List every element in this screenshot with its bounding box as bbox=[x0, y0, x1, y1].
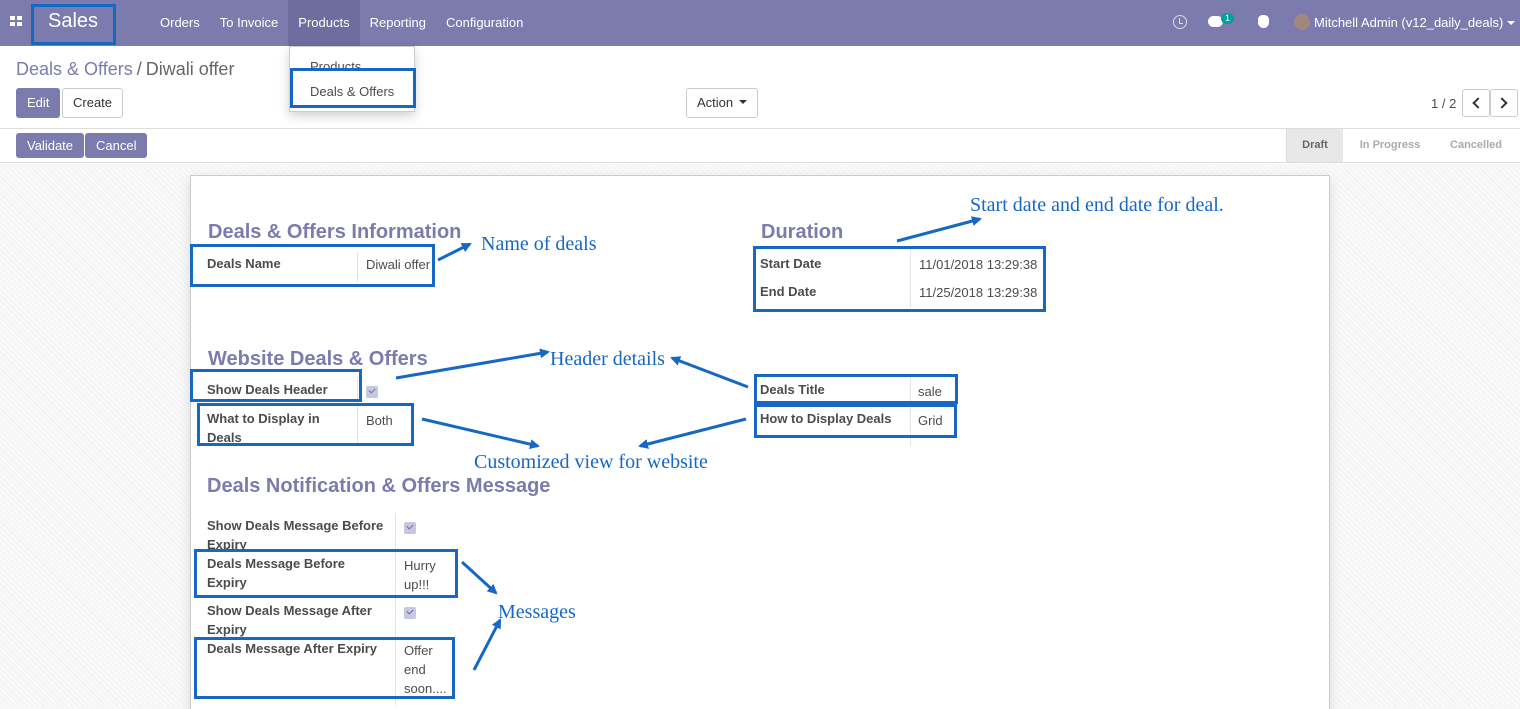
chevron-right-icon bbox=[1496, 97, 1508, 109]
start-date-label: Start Date bbox=[760, 256, 822, 271]
user-menu[interactable]: Mitchell Admin (v12_daily_deals) bbox=[1314, 15, 1504, 30]
menu-configuration[interactable]: Configuration bbox=[445, 15, 524, 30]
website-section-title: Website Deals & Offers bbox=[208, 348, 428, 370]
deals-title-label: Deals Title bbox=[760, 382, 825, 397]
deals-name-value: Diwali offer bbox=[366, 257, 431, 272]
app-name[interactable]: Sales bbox=[48, 10, 99, 32]
menu-products[interactable]: Products bbox=[288, 0, 360, 46]
annotation-box-what-display bbox=[197, 403, 414, 446]
what-display-label: What to Display in Deals bbox=[207, 411, 320, 445]
validate-button[interactable]: Validate bbox=[16, 133, 85, 158]
show-before-label: Show Deals Message Before Expiry bbox=[207, 518, 384, 552]
stage-in-progress[interactable]: In Progress bbox=[1359, 139, 1421, 151]
caret-down-icon bbox=[739, 100, 748, 105]
chat-icon[interactable] bbox=[1208, 16, 1223, 27]
breadcrumb-parent[interactable]: Deals & Offers bbox=[16, 59, 133, 79]
how-display-value: Grid bbox=[918, 413, 943, 428]
annotation-box-deals-name bbox=[190, 244, 435, 287]
annotation-box-app bbox=[31, 4, 116, 45]
top-navbar: Sales Orders To Invoice Products Reporti… bbox=[0, 0, 1520, 46]
show-header-label: Show Deals Header bbox=[207, 382, 328, 397]
stage-draft[interactable]: Draft bbox=[1286, 129, 1343, 162]
stage-cancelled[interactable]: Cancelled bbox=[1450, 139, 1502, 151]
msg-after-label: Deals Message After Expiry bbox=[207, 641, 378, 656]
activity-clock-icon[interactable] bbox=[1173, 15, 1187, 29]
field-divider bbox=[357, 252, 358, 282]
main-menu: Orders To Invoice Products Reporting Con… bbox=[150, 0, 533, 46]
show-after-label: Show Deals Message After Expiry bbox=[207, 603, 372, 637]
user-avatar[interactable] bbox=[1294, 14, 1310, 30]
msg-before-value: Hurry up!!! bbox=[404, 558, 436, 592]
msg-before-label: Deals Message Before Expiry bbox=[207, 556, 346, 590]
annotation-box-menu bbox=[290, 68, 416, 108]
action-dropdown-button[interactable]: Action bbox=[686, 88, 759, 118]
annotation-name-of-deals: Name of deals bbox=[481, 233, 597, 255]
annotation-box-show-header bbox=[190, 369, 362, 402]
msg-after-value: Offer end soon.... bbox=[404, 643, 447, 696]
field-divider bbox=[357, 378, 358, 446]
info-section-title: Deals & Offers Information bbox=[208, 221, 462, 243]
user-caret-icon[interactable] bbox=[1507, 21, 1515, 25]
annotation-messages: Messages bbox=[498, 601, 576, 623]
menu-to-invoice[interactable]: To Invoice bbox=[219, 15, 279, 30]
show-after-checkbox bbox=[404, 607, 416, 619]
breadcrumb: Deals & Offers/Diwali offer bbox=[16, 59, 234, 80]
chat-badge: 1 bbox=[1221, 13, 1235, 24]
deals-name-label: Deals Name bbox=[207, 256, 281, 271]
breadcrumb-separator: / bbox=[136, 59, 142, 79]
deals-title-value: sale bbox=[918, 384, 942, 399]
annotation-header-details: Header details bbox=[550, 348, 665, 370]
pager-next-button[interactable] bbox=[1490, 89, 1518, 117]
status-bar: Validate Cancel Draft In Progress Cancel… bbox=[0, 128, 1520, 163]
start-date-value: 11/01/2018 13:29:38 bbox=[919, 257, 1038, 272]
field-divider bbox=[910, 250, 911, 308]
annotation-box-duration bbox=[753, 246, 1046, 312]
what-display-value: Both bbox=[366, 413, 393, 428]
notification-section-title: Deals Notification & Offers Message bbox=[207, 475, 551, 497]
chevron-left-icon bbox=[1472, 97, 1484, 109]
duration-section-title: Duration bbox=[761, 221, 844, 243]
end-date-value: 11/25/2018 13:29:38 bbox=[919, 285, 1038, 300]
show-header-checkbox bbox=[366, 386, 378, 398]
edit-button[interactable]: Edit bbox=[16, 88, 61, 118]
how-display-label: How to Display Deals bbox=[760, 411, 892, 426]
annotation-box-deals-title bbox=[754, 374, 958, 404]
pager-previous-button[interactable] bbox=[1462, 89, 1490, 117]
annotation-start-end-date: Start date and end date for deal. bbox=[970, 194, 1224, 216]
menu-orders[interactable]: Orders bbox=[160, 15, 200, 30]
form-sheet bbox=[190, 175, 1330, 709]
field-divider bbox=[910, 378, 911, 446]
create-button[interactable]: Create bbox=[62, 88, 124, 118]
show-before-checkbox bbox=[404, 522, 416, 534]
action-label: Action bbox=[697, 95, 734, 110]
breadcrumb-current: Diwali offer bbox=[145, 59, 235, 79]
annotation-box-msg-before bbox=[194, 549, 458, 598]
products-dropdown: Products Deals & Offers bbox=[289, 46, 415, 112]
annotation-box-msg-after bbox=[194, 637, 455, 699]
field-divider bbox=[395, 513, 396, 705]
cancel-button[interactable]: Cancel bbox=[85, 133, 148, 158]
annotation-box-how-display bbox=[754, 404, 957, 438]
dropdown-item-deals-offers[interactable]: Deals & Offers bbox=[310, 84, 395, 99]
menu-reporting[interactable]: Reporting bbox=[369, 15, 426, 30]
pager-value[interactable]: 1 / 2 bbox=[1431, 96, 1457, 111]
end-date-label: End Date bbox=[760, 284, 817, 299]
apps-grid-icon[interactable] bbox=[10, 16, 24, 28]
debug-bug-icon[interactable] bbox=[1258, 15, 1269, 28]
annotation-customized-view: Customized view for website bbox=[474, 451, 708, 473]
